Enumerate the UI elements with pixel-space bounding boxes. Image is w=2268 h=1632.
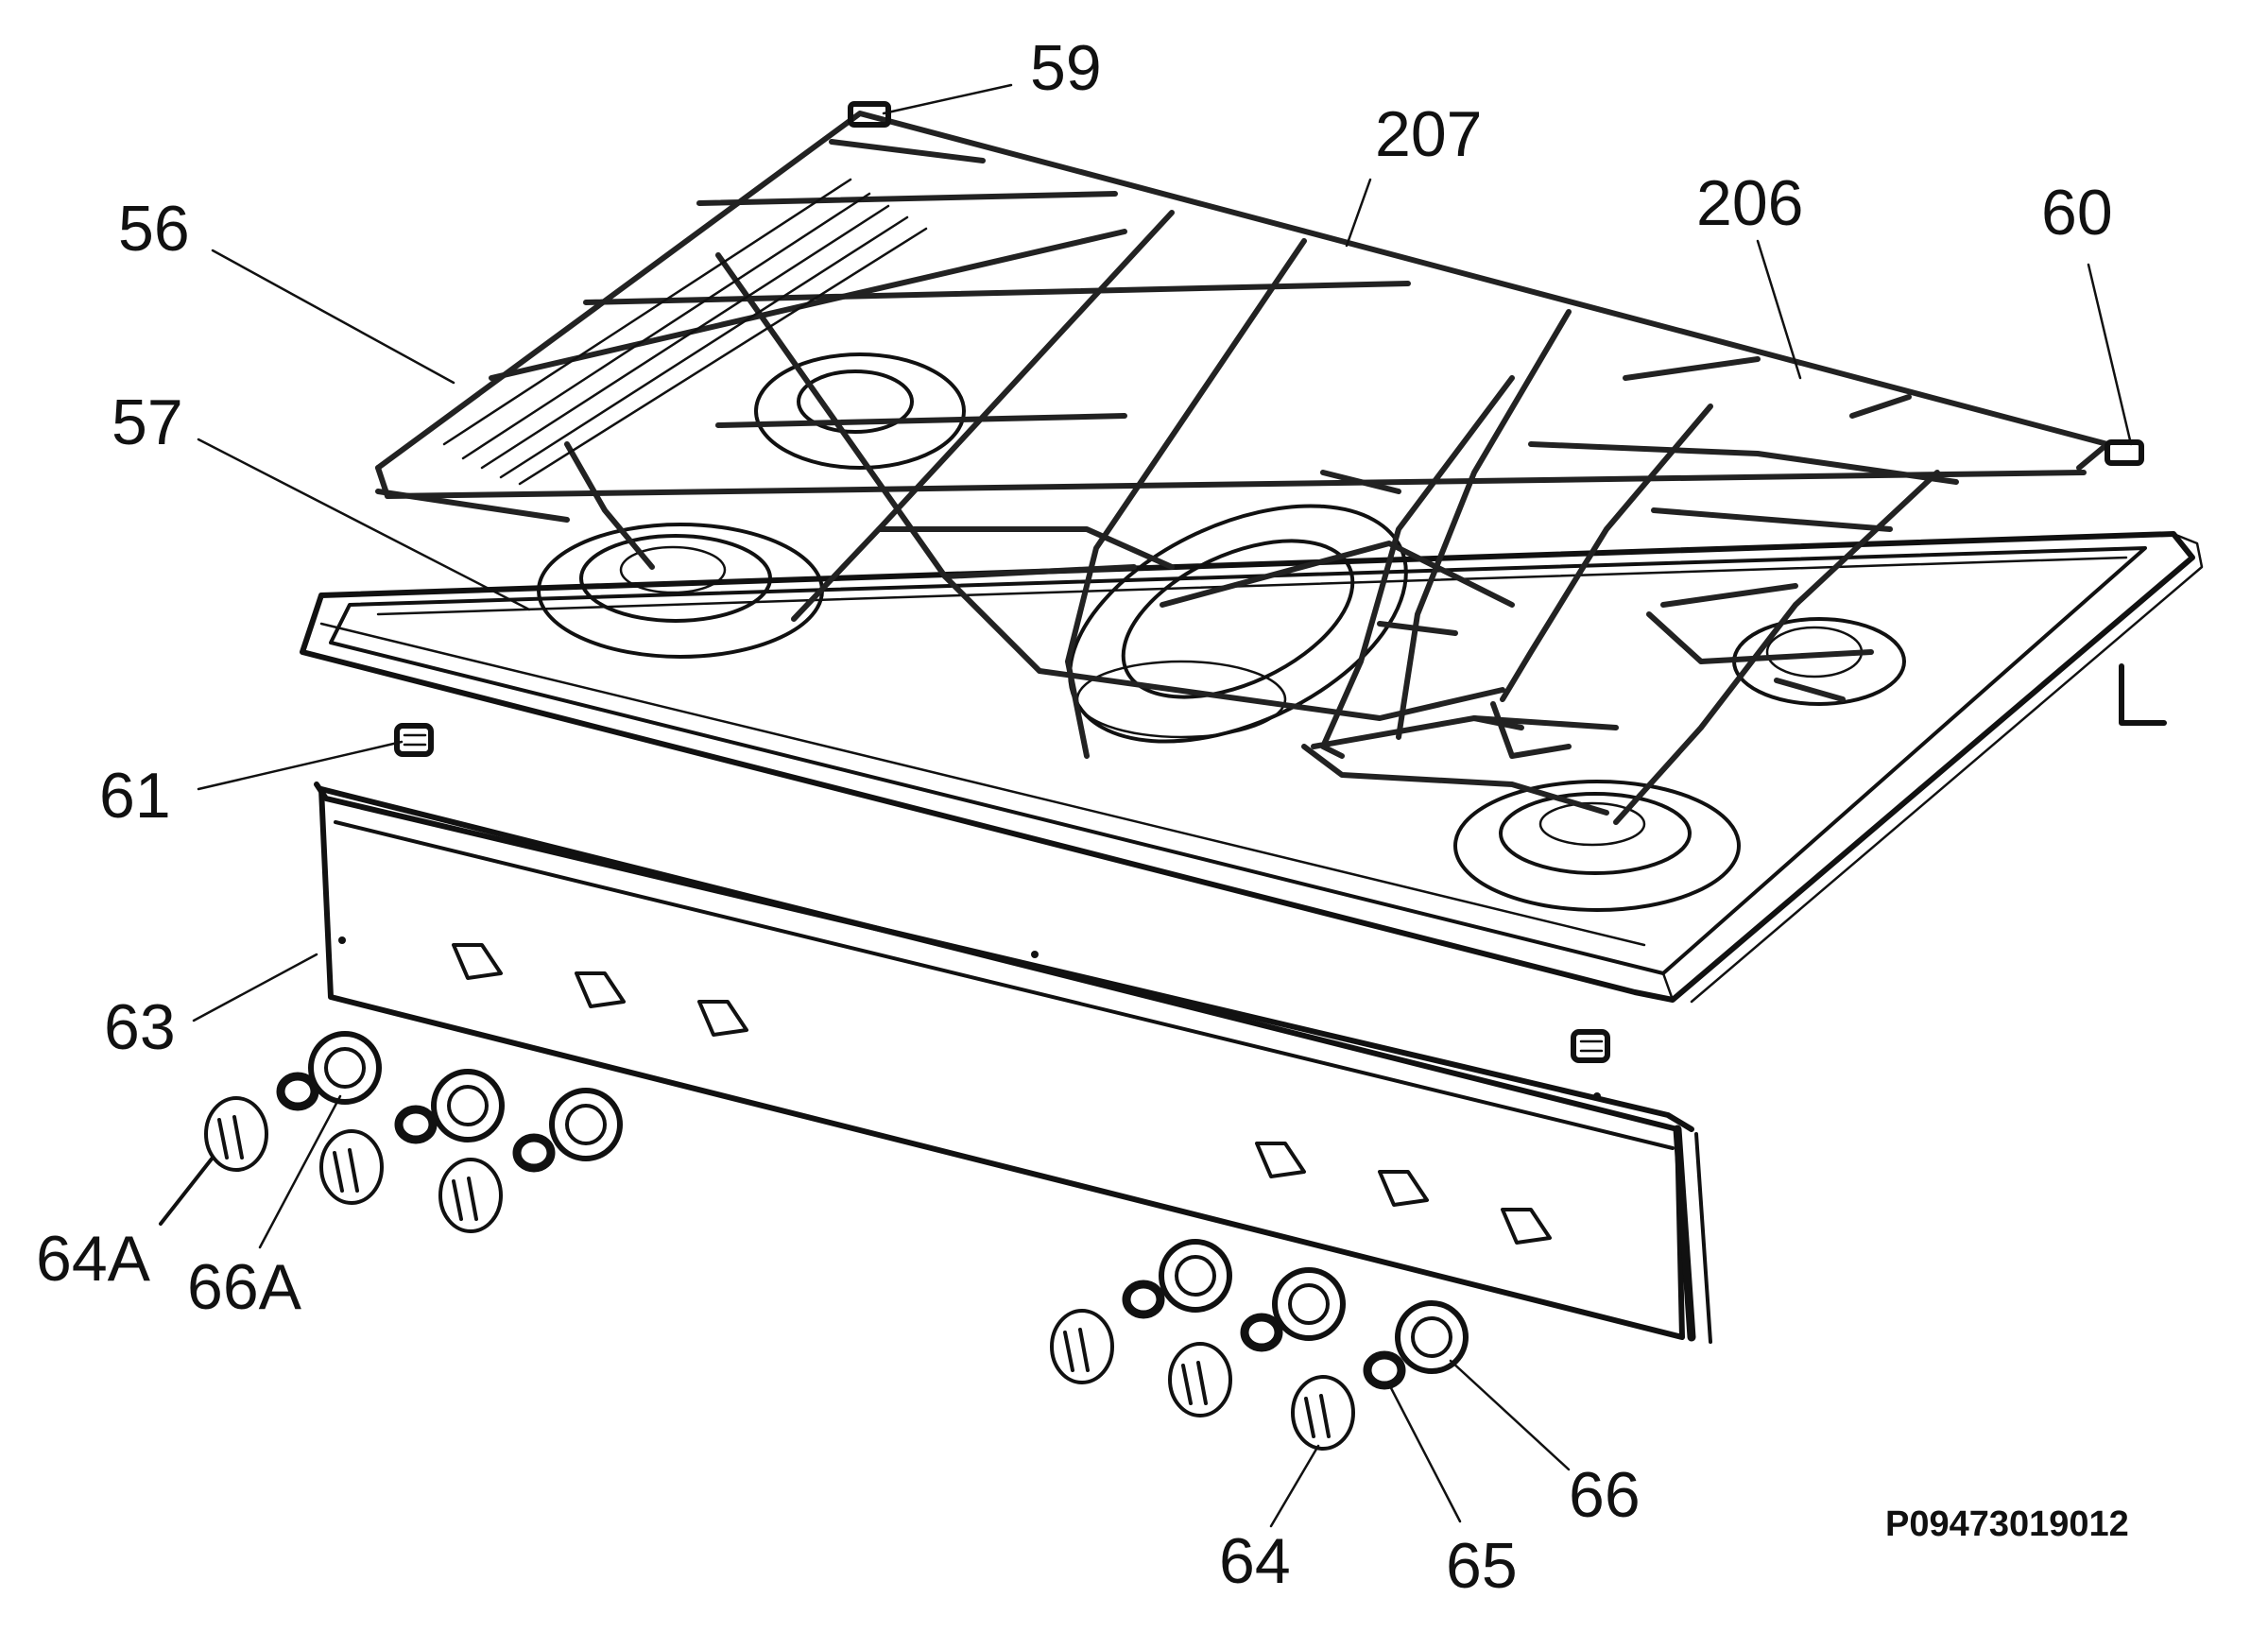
label-64: 64: [1219, 1525, 1291, 1597]
label-64a: 64A: [36, 1223, 151, 1295]
label-59: 59: [1030, 32, 1102, 104]
pan-support-grid-icon: [375, 101, 2144, 825]
clip-icon: [394, 723, 1610, 1063]
hob-top-icon: [300, 531, 2204, 1004]
leader-lines: [159, 83, 2133, 1528]
knob-spring-ring-icon: [276, 1072, 1406, 1390]
label-61: 61: [99, 760, 171, 832]
drawing-id: P09473019012: [1885, 1504, 2129, 1544]
label-207: 207: [1375, 98, 1482, 170]
label-56: 56: [118, 193, 190, 265]
label-63: 63: [104, 991, 176, 1063]
control-knob-icon: [204, 1096, 1355, 1451]
label-57: 57: [112, 387, 183, 458]
label-66a: 66A: [187, 1251, 302, 1323]
burner-icon: [537, 352, 1906, 912]
control-panel-icon: [314, 782, 1712, 1344]
knob-bezel-icon: [308, 1031, 1469, 1374]
corner-mark: [2119, 663, 2167, 726]
label-66: 66: [1569, 1459, 1641, 1531]
label-206: 206: [1696, 167, 1803, 239]
label-60: 60: [2041, 177, 2113, 249]
label-65: 65: [1446, 1530, 1518, 1602]
